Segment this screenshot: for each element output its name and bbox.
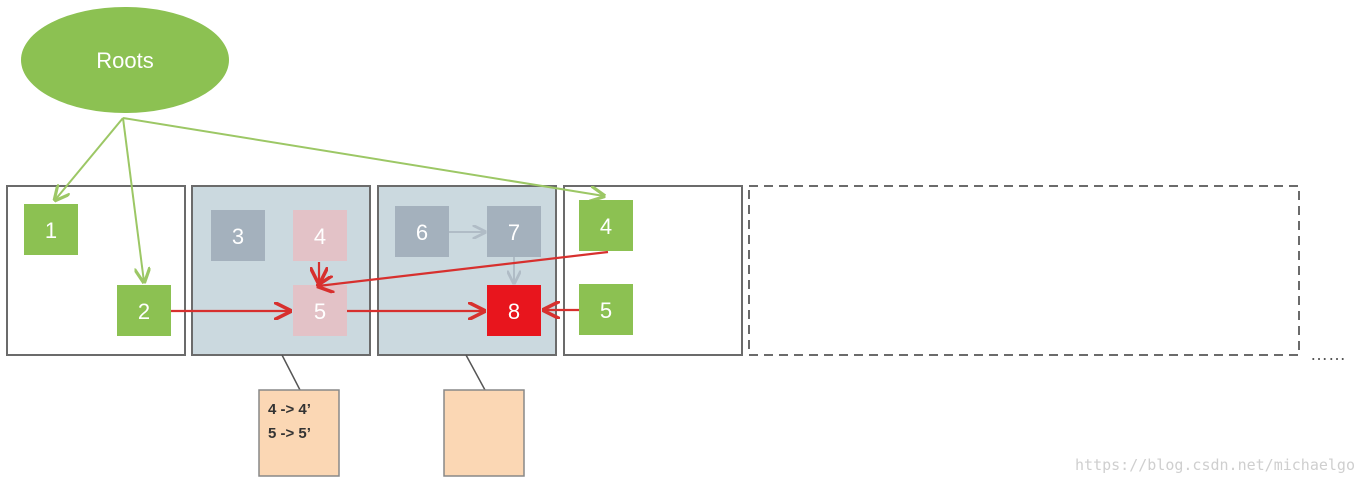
watermark: https://blog.csdn.net/michaelgo bbox=[1075, 456, 1355, 474]
obj-8-label: 8 bbox=[508, 299, 520, 324]
obj-3-label: 3 bbox=[232, 224, 244, 249]
forwarding-table-connector-region-3 bbox=[465, 354, 486, 391]
obj-7 bbox=[487, 206, 541, 257]
obj-6-label: 6 bbox=[416, 220, 428, 245]
obj-7-label: 7 bbox=[508, 220, 520, 245]
obj-5-old-label: 5 bbox=[314, 299, 326, 324]
obj-2-label: 2 bbox=[138, 299, 150, 324]
forwarding-table-connector-region-2 bbox=[281, 354, 301, 391]
root-arrow-to-obj-1 bbox=[55, 117, 124, 200]
root-arrow-to-obj-4-new bbox=[122, 117, 604, 196]
obj-4-old bbox=[293, 210, 347, 261]
obj-6 bbox=[395, 206, 449, 257]
roots-label: Roots bbox=[96, 48, 153, 73]
obj-2 bbox=[117, 285, 171, 336]
ref-arrow-4new-to-5old bbox=[318, 250, 609, 286]
root-arrow-to-obj-2 bbox=[122, 117, 144, 282]
obj-5-new bbox=[579, 284, 633, 335]
obj-1-label: 1 bbox=[45, 218, 57, 243]
forwarding-entry-1: 4 -> 4’ bbox=[268, 401, 311, 418]
forwarding-table-region-2 bbox=[258, 389, 340, 477]
obj-8 bbox=[487, 285, 541, 336]
obj-4-new-label: 4 bbox=[600, 214, 612, 239]
obj-4-old-label: 4 bbox=[314, 224, 326, 249]
roots-node bbox=[21, 7, 229, 113]
more-regions-ellipsis: …… bbox=[1310, 344, 1346, 364]
forwarding-entry-2: 5 -> 5’ bbox=[268, 425, 311, 442]
region-5-empty bbox=[748, 185, 1300, 356]
forwarding-table-region-3 bbox=[443, 389, 525, 477]
obj-1 bbox=[24, 204, 78, 255]
obj-5-new-label: 5 bbox=[600, 298, 612, 323]
obj-4-new bbox=[579, 200, 633, 251]
obj-3 bbox=[211, 210, 265, 261]
